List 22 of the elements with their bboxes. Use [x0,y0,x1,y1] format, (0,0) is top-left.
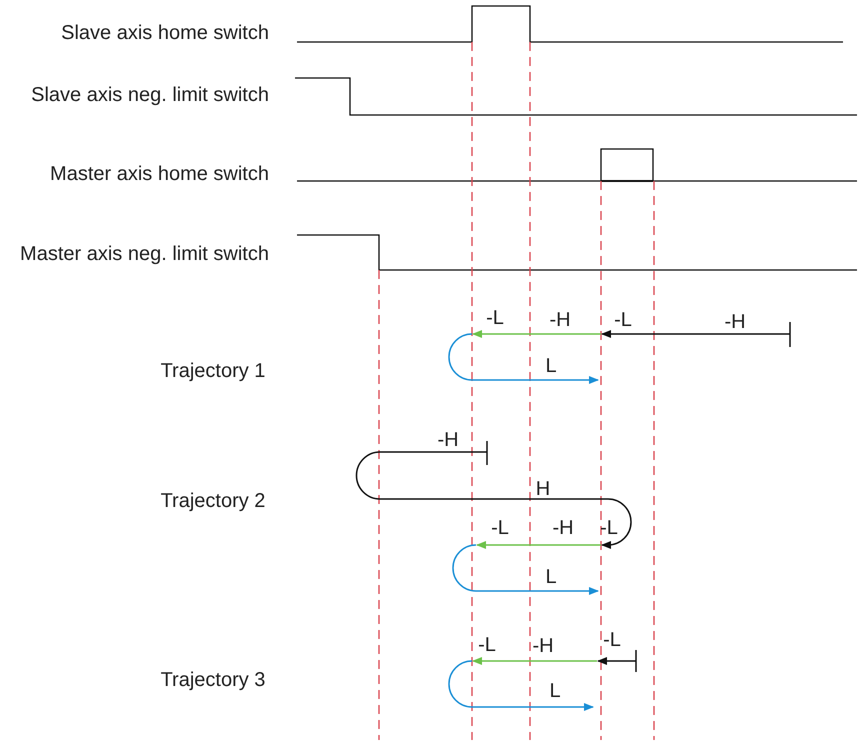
trajectory-name: Trajectory 2 [160,491,266,511]
signal-name: Master axis neg. limit switch [20,244,269,264]
speed-label: -H [532,636,554,656]
speed-label: H [536,479,550,499]
speed-label: -L [614,310,632,330]
speed-label: -L [603,630,621,650]
trajectory-name: Trajectory 1 [160,361,266,381]
speed-label: -L [491,518,509,538]
signal-name: Master axis home switch [50,164,269,184]
speed-label: L [545,356,557,376]
signal-name: Slave axis home switch [61,23,269,43]
speed-label: -H [549,310,571,330]
speed-label: -H [552,518,574,538]
signal-name: Slave axis neg. limit switch [31,85,269,105]
speed-label: -H [724,312,746,332]
speed-label: -L [600,518,618,538]
speed-label: L [545,567,557,587]
speed-label: -L [478,635,496,655]
speed-label: -L [486,308,504,328]
speed-label: L [549,681,561,701]
speed-label: -H [437,430,459,450]
trajectory-name: Trajectory 3 [160,670,266,690]
